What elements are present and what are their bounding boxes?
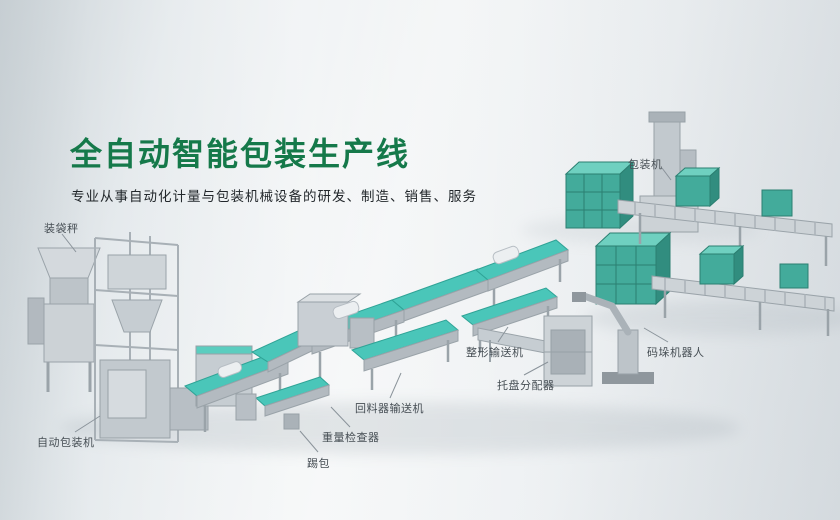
label-pallet-dispenser: 托盘分配器 <box>497 380 555 392</box>
label-shaping-conveyor: 整形输送机 <box>466 347 524 359</box>
incline-conveyor-4 <box>475 239 569 312</box>
kick-bag-unit <box>283 413 300 430</box>
ground-shadow <box>60 216 840 454</box>
page-subtitle: 专业从事自动化计量与包装机械设备的研发、制造、销售、服务 <box>71 189 477 204</box>
product-bags <box>217 245 520 378</box>
label-packing-machine: 包装机 <box>628 159 663 171</box>
auto-packing-machine <box>99 359 209 439</box>
label-kick-bag: 踢包 <box>307 458 330 470</box>
incline-conveyor-1 <box>184 351 289 432</box>
label-palletizing-robot: 码垛机器人 <box>647 347 705 359</box>
return-feeder-conveyor <box>350 319 460 390</box>
label-auto-packing-machine: 自动包装机 <box>37 437 95 449</box>
weight-checker-conveyor <box>235 376 330 421</box>
label-leader-lines <box>61 167 672 453</box>
palletizing-robot-arm <box>572 292 654 384</box>
pallet-stack-line2 <box>698 244 809 289</box>
middle-machine <box>296 293 375 349</box>
label-return-feeder-conveyor: 回料器输送机 <box>355 403 424 415</box>
page-title: 全自动智能包装生产线 <box>70 136 411 172</box>
pallet-stack-upper <box>564 160 635 230</box>
label-weight-checker: 重量检查器 <box>322 432 380 444</box>
pallet-dispenser-machine <box>543 315 593 387</box>
label-bagging-scale: 装袋秤 <box>44 223 79 235</box>
pallet-stack-line1 <box>674 166 793 217</box>
bagging-scale-machine <box>27 247 101 392</box>
roller-line-1 <box>617 199 833 266</box>
pallet-stack-lower <box>594 231 672 306</box>
